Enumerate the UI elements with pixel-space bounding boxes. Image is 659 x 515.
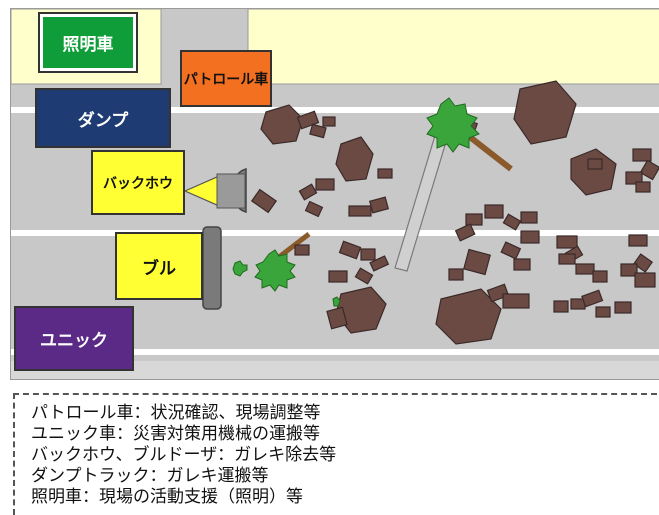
legend-box: パトロール車：状況確認、現場調整等 ユニック車：災害対策用機械の運搬等 バックホ… (13, 393, 657, 515)
bulldozer-blade (202, 226, 222, 310)
lighting-vehicle: 照明車 (38, 12, 138, 73)
patrol-vehicle: パトロール車 (180, 50, 272, 107)
lane-line-middle (11, 230, 659, 236)
rubble-group (250, 80, 659, 345)
backhoe-arm (183, 176, 222, 206)
patrol-vehicle-label: パトロール車 (183, 71, 269, 88)
dump-truck-label: ダンプ (77, 110, 129, 131)
bulldozer-vehicle: ブル (115, 232, 203, 300)
rubble (435, 288, 502, 345)
legend-line: ダンプトラック：ガレキ運搬等 (31, 466, 269, 486)
rubble (513, 80, 577, 145)
legend-line: ユニック車：災害対策用機械の運搬等 (31, 424, 320, 444)
tree-canopy (232, 97, 480, 307)
rubble (260, 104, 304, 145)
fallen-pole (394, 128, 450, 272)
disaster-site-scene: 照明車 パトロール車 ダンプ バックホウ ブル ユニック (10, 8, 659, 380)
backhoe-arm-base (216, 173, 246, 209)
lane-line-top (11, 107, 659, 113)
legend-line: 照明車：現場の活動支援（照明）等 (31, 487, 303, 507)
legend-line: バックホウ、ブルドーザ：ガレキ除去等 (31, 445, 337, 465)
tree-icon (254, 249, 296, 292)
lane-line-bottom (11, 349, 659, 355)
legend-line: パトロール車：状況確認、現場調整等 (31, 403, 321, 423)
backhoe-vehicle-label: バックホウ (103, 175, 173, 192)
dump-truck: ダンプ (35, 88, 171, 148)
crane-truck-label: ユニック (40, 331, 108, 351)
tree-trunk (464, 131, 513, 172)
tree-icon (232, 260, 248, 277)
tree-icon (332, 296, 341, 307)
bulldozer-vehicle-label: ブル (142, 258, 176, 279)
rubble (335, 136, 374, 182)
backhoe-vehicle: バックホウ (91, 150, 185, 215)
crane-truck: ユニック (14, 306, 134, 371)
rubble (570, 148, 617, 196)
tree-icon (426, 97, 480, 153)
lighting-vehicle-label: 照明車 (62, 35, 114, 55)
scene-background (11, 9, 659, 379)
